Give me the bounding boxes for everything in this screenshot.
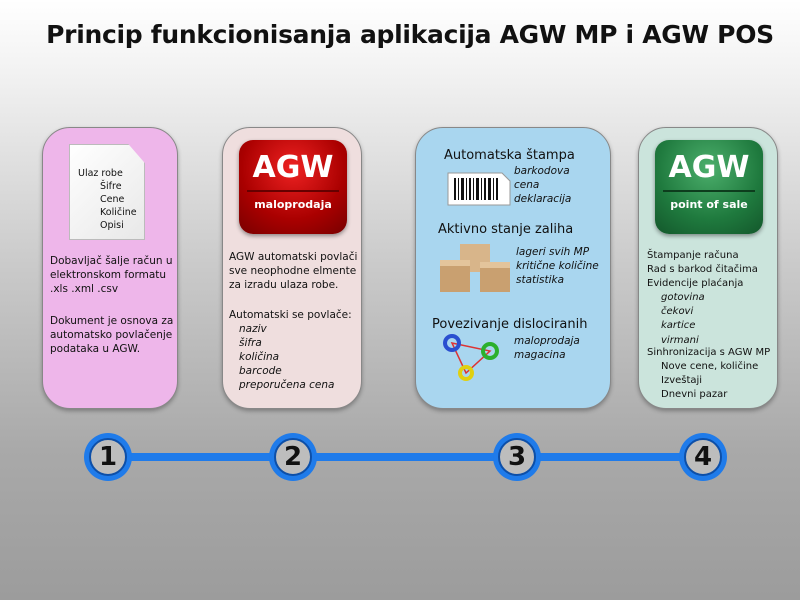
card-step-1: Ulaz robe Šifre Cene Količine Opisi Doba… bbox=[42, 127, 178, 409]
page-title: Princip funkcionisanja aplikacija AGW MP… bbox=[46, 20, 774, 49]
doc-line: Ulaz robe bbox=[78, 168, 123, 179]
boxes-icon bbox=[440, 244, 510, 292]
barcode-label-icon bbox=[447, 172, 511, 206]
heading-connect: Povezivanje dislociranih bbox=[432, 317, 588, 332]
document-icon: Ulaz robe Šifre Cene Količine Opisi bbox=[69, 144, 145, 240]
heading-print: Automatska štampa bbox=[444, 148, 575, 163]
step-2-marker: 2 bbox=[269, 433, 317, 481]
step-1-marker: 1 bbox=[84, 433, 132, 481]
step-3-marker: 3 bbox=[493, 433, 541, 481]
timeline-line bbox=[108, 453, 703, 461]
heading-stock: Aktivno stanje zaliha bbox=[438, 222, 574, 237]
doc-line: Opisi bbox=[100, 220, 124, 231]
doc-line: Količine bbox=[100, 207, 137, 218]
card2-text2: Automatski se povlače: naziv šifra količ… bbox=[229, 309, 352, 391]
doc-line: Cene bbox=[100, 194, 125, 205]
step-4-marker: 4 bbox=[679, 433, 727, 481]
network-icon bbox=[443, 334, 499, 381]
doc-line: Šifre bbox=[100, 181, 122, 192]
